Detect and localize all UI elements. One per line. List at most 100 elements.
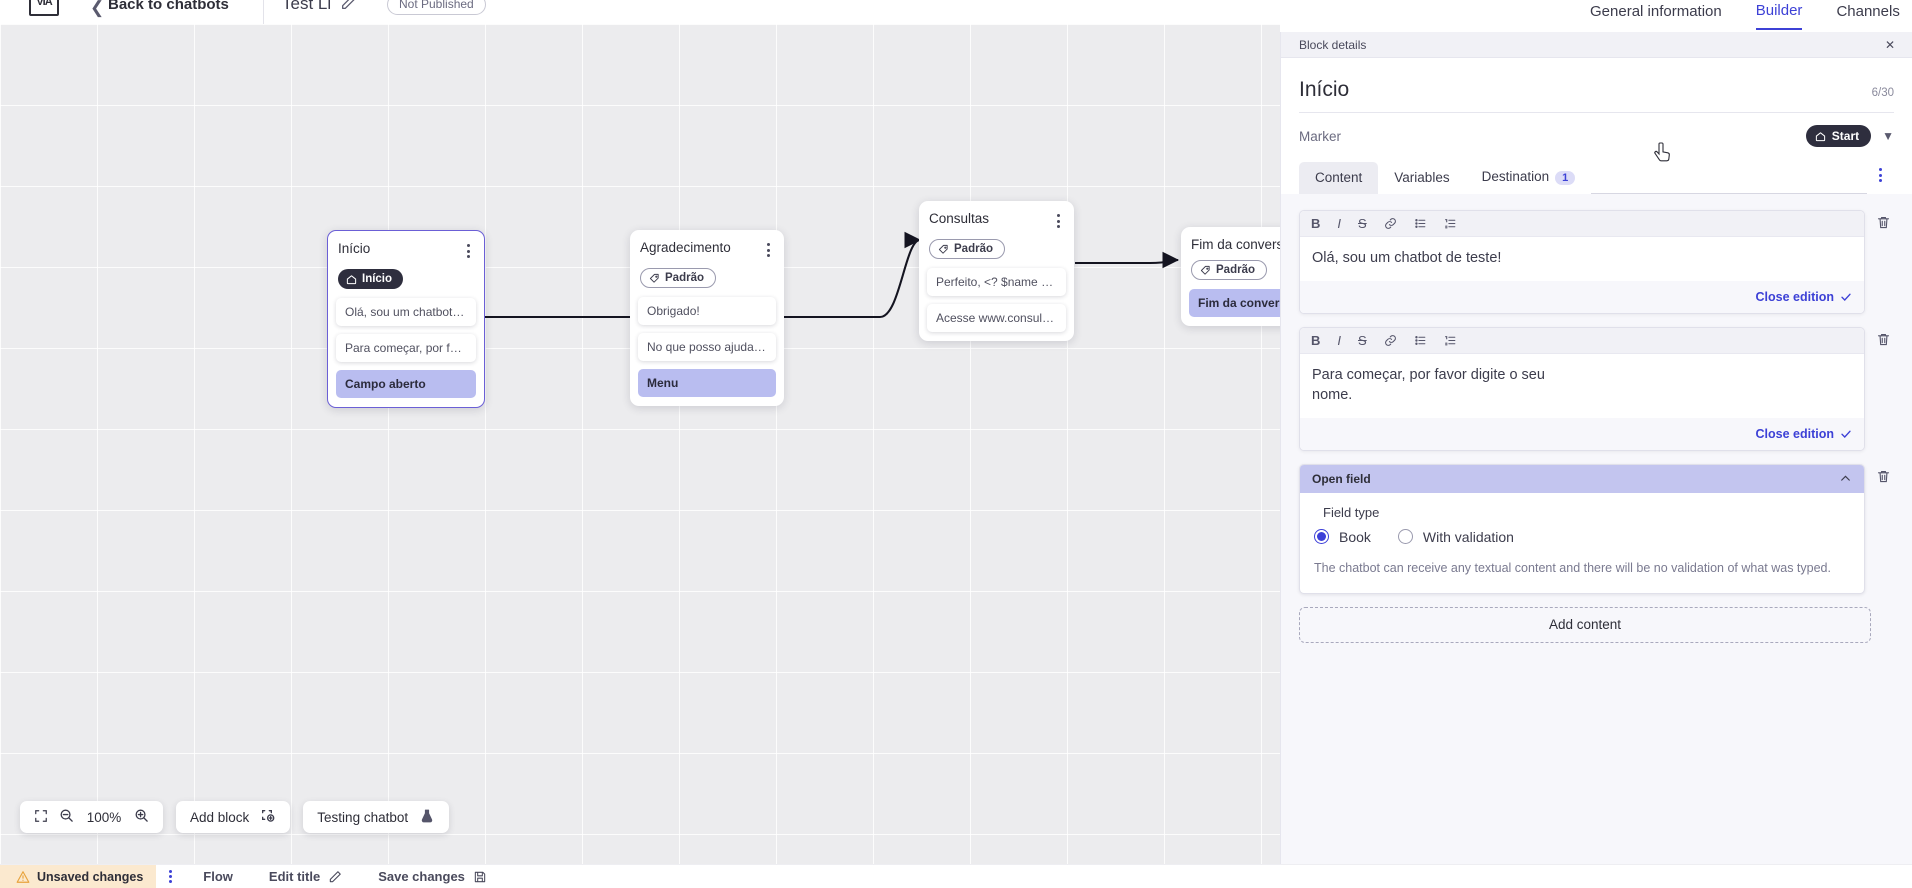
edit-title-label: Edit title (268, 869, 321, 884)
chevron-up-icon (1841, 475, 1850, 481)
link-icon[interactable] (1384, 217, 1397, 230)
bold-icon[interactable]: B (1311, 216, 1321, 231)
node-marker-label: Início (362, 273, 393, 285)
node-message[interactable]: No que posso ajudar, <? $name ... (638, 332, 776, 361)
back-to-chatbots-link[interactable]: Back to chatbots (108, 0, 229, 13)
zoom-controls: 100% (20, 801, 163, 833)
italic-icon[interactable]: I (1337, 216, 1342, 231)
node-menu-icon[interactable] (763, 240, 774, 260)
check-icon (1841, 293, 1851, 301)
close-icon[interactable]: ✕ (1884, 37, 1895, 52)
editor-text[interactable]: Para começar, por favor digite o seu nom… (1300, 353, 1590, 418)
open-field-header[interactable]: Open field (1300, 464, 1864, 493)
testing-chatbot-button[interactable]: Testing chatbot (303, 801, 450, 833)
content-block-open-field: Open field Field type Book With validati… (1299, 463, 1894, 594)
destination-count-badge: 1 (1555, 171, 1576, 185)
node-header: Consultas (929, 211, 1064, 231)
content-block-1: B I S Olá, sou um chatbot de tes (1299, 210, 1894, 314)
bold-icon[interactable]: B (1311, 332, 1321, 348)
tab-builder[interactable]: Builder (1755, 2, 1803, 30)
marker-selector[interactable]: Start ▼ (1805, 125, 1894, 147)
editor-text[interactable]: Olá, sou um chatbot de teste! (1300, 237, 1864, 281)
chevron-left-icon[interactable]: ❮ (90, 0, 105, 17)
tab-channels[interactable]: Channels (1836, 3, 1900, 20)
bullet-list-icon[interactable] (1414, 217, 1427, 230)
tag-icon (938, 244, 948, 254)
add-block-button[interactable]: Add block (176, 801, 291, 833)
node-message[interactable]: Para começar, por favor digite o ... (336, 333, 476, 362)
edge-consultas-fim (1075, 251, 1180, 269)
flask-icon (419, 808, 435, 827)
check-icon (1841, 430, 1851, 438)
node-header: Fim da conversa (1191, 237, 1323, 252)
add-content-button[interactable]: Add content (1299, 606, 1871, 643)
node-message[interactable]: Obrigado! (638, 296, 776, 325)
zoom-level-label: 100% (86, 809, 122, 825)
link-icon[interactable] (1384, 334, 1397, 347)
node-message[interactable]: Acesse www.consultas.com par... (927, 303, 1066, 332)
italic-icon[interactable]: I (1337, 332, 1342, 348)
statusbar-menu-icon[interactable] (156, 870, 185, 883)
node-marker-default-badge: Padrão (640, 268, 716, 288)
save-changes-button[interactable]: Save changes (360, 869, 505, 884)
chevron-down-icon[interactable]: ▼ (1882, 129, 1894, 143)
close-edition-button[interactable]: Close edition (1756, 427, 1852, 441)
panel-overflow-menu-icon[interactable] (1867, 168, 1894, 194)
node-message[interactable]: Perfeito, <? $name ?>! (927, 267, 1066, 296)
app-logo-icon[interactable]: VIA (29, 0, 59, 16)
numbered-list-icon[interactable] (1444, 334, 1457, 347)
node-menu-icon[interactable] (1053, 211, 1064, 231)
edit-title-button[interactable]: Edit title (251, 869, 360, 884)
panel-strip-label: Block details (1299, 37, 1367, 52)
tag-icon (1200, 265, 1210, 275)
pencil-icon (329, 870, 341, 882)
rich-text-editor[interactable]: B I S Para começar, por favor di (1299, 326, 1865, 451)
node-message[interactable]: Olá, sou um chatbot de teste! (336, 297, 476, 326)
editor-toolbar: B I S (1300, 327, 1864, 354)
node-message-accent[interactable]: Menu (638, 368, 776, 397)
node-messages: Perfeito, <? $name ?>! Acesse www.consul… (927, 267, 1066, 332)
node-menu-icon[interactable] (463, 241, 474, 261)
strikethrough-icon[interactable]: S (1358, 216, 1367, 231)
canvas-toolbar: 100% Add block Testing chatbot (20, 801, 450, 833)
tab-variables[interactable]: Variables (1394, 170, 1450, 185)
tab-content[interactable]: Content (1299, 162, 1379, 194)
marker-label: Marker (1299, 128, 1342, 144)
marker-chip: Start (1805, 125, 1872, 147)
radio-book[interactable] (1314, 529, 1329, 545)
radio-with-validation-label: With validation (1422, 528, 1514, 545)
edit-title-pencil-icon[interactable] (340, 0, 356, 16)
radio-with-validation[interactable] (1397, 529, 1413, 545)
fit-view-icon[interactable] (34, 809, 48, 826)
delete-content-icon[interactable] (1873, 327, 1894, 357)
strikethrough-icon[interactable]: S (1358, 332, 1367, 348)
page-title: Início (1299, 78, 1350, 101)
node-message-accent[interactable]: Campo aberto (336, 369, 476, 398)
flow-label: Flow (203, 869, 233, 884)
open-field-title: Open field (1312, 471, 1371, 486)
tab-destination-label: Destination (1481, 169, 1550, 184)
delete-content-icon[interactable] (1873, 210, 1894, 240)
flow-node-agradecimento[interactable]: Agradecimento Padrão Obrigado! No que po… (630, 230, 784, 406)
panel-content: B I S Olá, sou um chatbot de tes (1281, 194, 1912, 643)
flow-button[interactable]: Flow (185, 869, 251, 884)
numbered-list-icon[interactable] (1444, 217, 1457, 230)
tab-destination[interactable]: Destination 1 (1466, 161, 1592, 194)
node-title: Fim da conversa (1191, 237, 1291, 252)
delete-open-field-icon[interactable] (1873, 464, 1894, 494)
node-marker-label: Padrão (954, 243, 993, 255)
open-field-help-text: The chatbot can receive any textual cont… (1314, 560, 1831, 575)
home-icon (1815, 131, 1825, 141)
zoom-in-icon[interactable] (134, 808, 149, 826)
publish-status-badge: Not Published (387, 0, 486, 15)
bullet-list-icon[interactable] (1414, 334, 1427, 347)
zoom-out-icon[interactable] (59, 808, 74, 826)
flow-node-inicio[interactable]: Início Início Olá, sou um chatbot de tes… (327, 230, 485, 408)
node-marker-default-badge: Padrão (929, 239, 1005, 259)
tab-general-information[interactable]: General information (1590, 3, 1722, 20)
flow-node-consultas[interactable]: Consultas Padrão Perfeito, <? $name ?>! … (919, 201, 1074, 341)
close-edition-button[interactable]: Close edition (1756, 290, 1852, 304)
edge-agradecimento-consultas (783, 231, 922, 319)
rich-text-editor[interactable]: B I S Olá, sou um chatbot de tes (1299, 210, 1865, 314)
panel-tabs: Content Variables Destination 1 (1299, 161, 1894, 194)
